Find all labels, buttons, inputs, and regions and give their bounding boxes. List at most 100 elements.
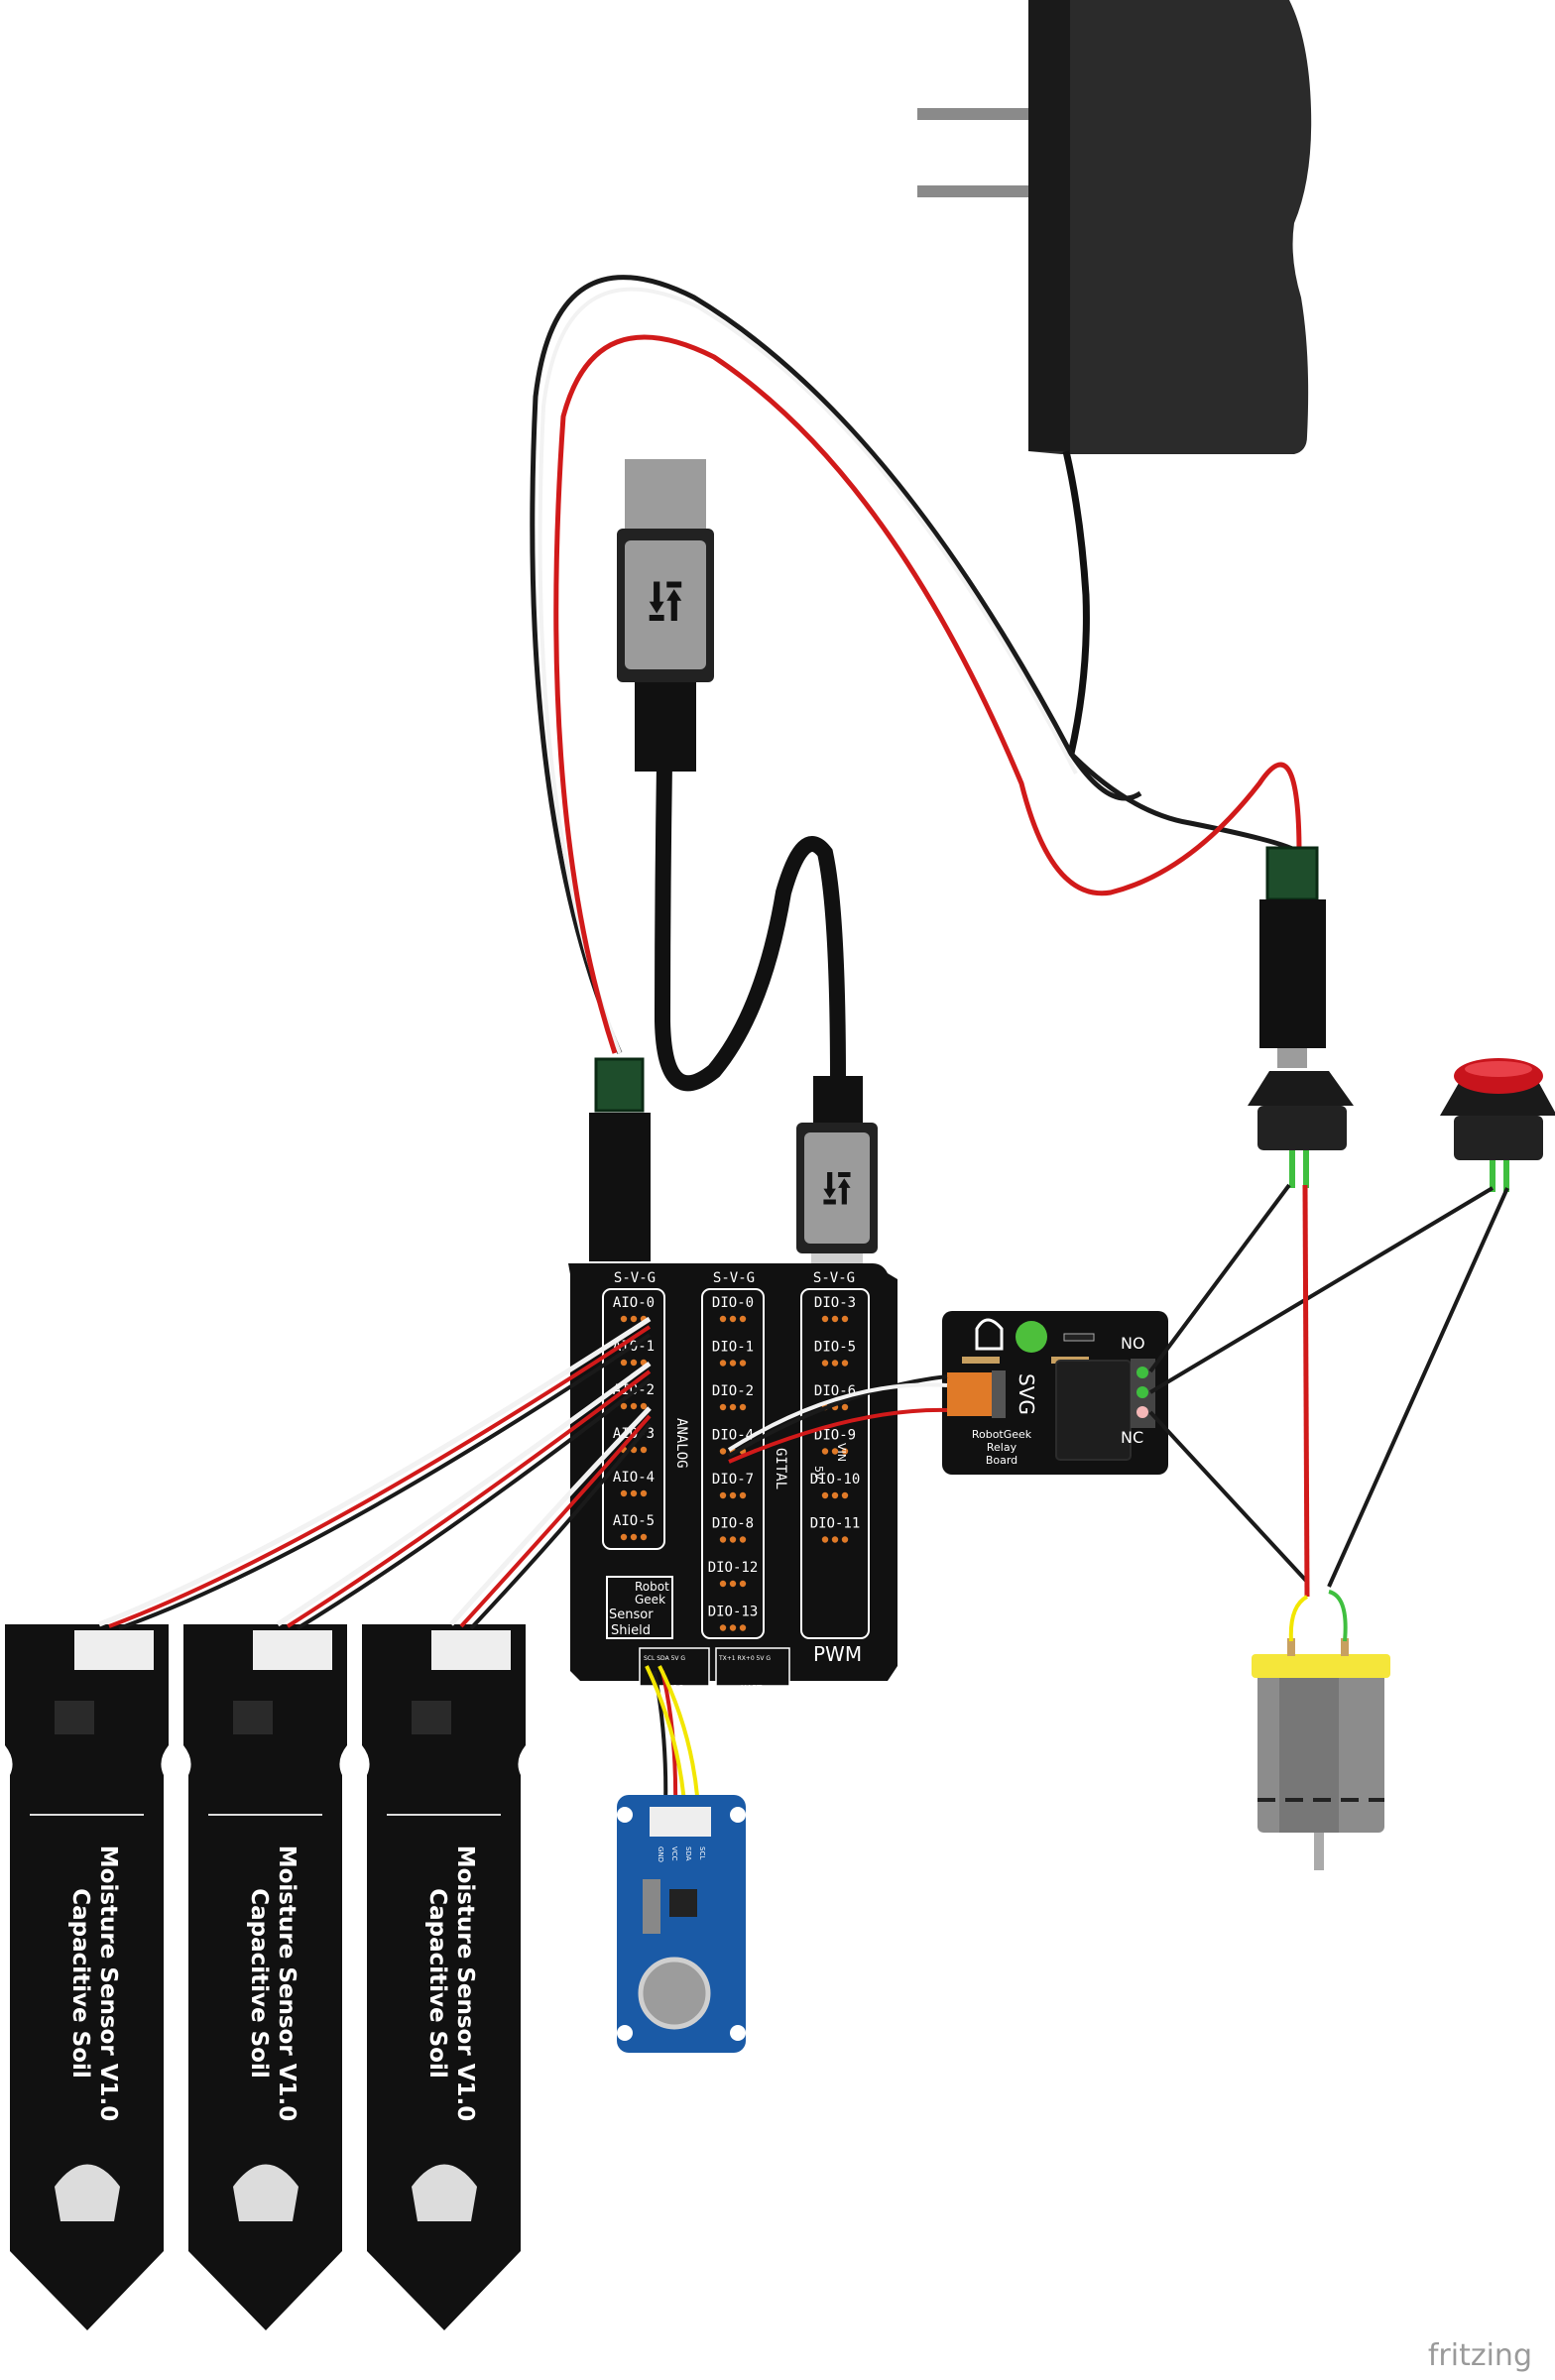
pushbutton-red [1440,1058,1555,1192]
digital-right-pin-3-1 [831,1448,839,1455]
soil-sensor-connector [74,1630,154,1670]
wire-button-black-to-relay [1148,1183,1291,1373]
digital-left-pin-7-2 [739,1624,747,1631]
adapter-cable [1062,450,1090,755]
usb-plug-strain [635,682,696,772]
digital-left-label-4: DIO-7 [712,1472,754,1488]
digital-left-pin-1-2 [739,1360,747,1367]
pwm-label: PWM [813,1642,862,1666]
relay-nc-label: NC [1121,1428,1143,1447]
rtc-pin-scl: SCL [698,1846,706,1859]
analog-pin-5-0 [620,1533,628,1541]
soil-sensor-title-line1: Capacitive Soil [246,1888,272,2079]
digital-left-pin-6-2 [739,1580,747,1588]
analog-pin-0-1 [630,1315,638,1323]
relay-diode [1063,1333,1095,1342]
digital-left-pin-2-2 [739,1403,747,1411]
relay-signal-wires [727,1374,948,1464]
pushbutton-red-leg1 [1490,1160,1495,1192]
motor-jack-body [1259,899,1326,1048]
usb-plug-metal [625,459,706,529]
analog-pin-1-1 [630,1359,638,1367]
digital-left-pin-4-0 [719,1491,727,1499]
motor-yellow-cap [1252,1654,1390,1678]
digital-right-pin-5-1 [831,1536,839,1543]
analog-header-frame [602,1288,665,1550]
5v-label: 5V [812,1466,825,1481]
relay-terminal-nc [1136,1406,1148,1418]
wire-motor-lead-yellow [1288,1595,1309,1642]
soil-sensor-chip [233,1701,273,1734]
soil-sensor-title-line1: Capacitive Soil [67,1888,93,2079]
digital-right-label-5: DIO-11 [810,1516,861,1532]
sensor-shield: S-V-G S-V-G S-V-G AIO-0AIO-1AIO-2AIO-3AI… [568,1263,897,1693]
wire-sensor2-white [276,1361,652,1627]
analog-pin-4-0 [620,1489,628,1497]
wire-black-adapter-split [1068,752,1142,801]
digital-right-pin-1-0 [821,1360,829,1367]
digital-right-pin-1-2 [841,1360,849,1367]
relay-terminal-com [1136,1386,1148,1398]
wire-sensor1-white [98,1316,652,1627]
relay-svg-label: SVG [1015,1373,1038,1415]
digital-left-label-0: DIO-0 [712,1295,754,1311]
pushbutton-black [1248,1071,1354,1188]
wire-jack-red-to-motor [1302,1184,1310,1598]
usb-b-strain [813,1076,863,1126]
digital-right-pin-4-1 [831,1491,839,1499]
digital-left-pin-7-1 [729,1624,737,1631]
digital-right-pin-5-0 [821,1536,829,1543]
digital-left-pin-2-0 [719,1403,727,1411]
soil-sensor-connector [431,1630,511,1670]
wire-relay-signal-black [727,1374,948,1458]
relay-resistor-1 [962,1357,1000,1364]
analog-pin-2-1 [630,1402,638,1410]
rtc-connector [650,1807,711,1837]
sensor-wires [98,1316,652,1630]
digital-left-label-1: DIO-1 [712,1340,754,1356]
digital-right-pin-4-2 [841,1491,849,1499]
rtc-mount-hole-1 [617,1807,633,1823]
pushbutton-black-leg1 [1289,1150,1295,1188]
digital-right-pin-0-2 [841,1315,849,1323]
soil-sensor-title-line1: Capacitive Soil [424,1888,450,2079]
motor-jack-green-tip [1265,846,1319,901]
pushbutton-black-cap [1248,1071,1354,1106]
digital-left-pin-0-1 [729,1315,737,1323]
barrel-jack-green-tip [594,1057,645,1113]
relay-led-outline [975,1318,1004,1351]
relay-header-pins [947,1372,997,1416]
digital-left-pin-5-0 [719,1536,727,1543]
adapter-side-shade [1028,0,1070,451]
rtc-mount-hole-2 [730,1807,746,1823]
rtc-pin-gnd: GND [657,1846,664,1862]
soil-sensor-logo-icon [233,2164,299,2221]
shield-header-label-1: S-V-G [713,1270,755,1286]
analog-pin-1-0 [620,1359,628,1367]
motor-power-jack [1259,846,1326,1068]
analog-pin-2-2 [640,1402,648,1410]
wire-sensor1-red [108,1325,652,1628]
wire-red-power [553,334,1302,1054]
fritzing-watermark: fritzing [1428,2338,1532,2373]
shield-header-label-2: S-V-G [813,1270,855,1286]
shield-logo: Robot Geek Sensor Shield [606,1576,673,1639]
wire-relay-signal-white [727,1382,948,1452]
pushbutton-black-leg2 [1303,1150,1309,1188]
digital-left-pin-5-2 [739,1536,747,1543]
digital-left-pin-4-2 [739,1491,747,1499]
usb-cable-wire [654,763,846,1092]
digital-right-pin-5-2 [841,1536,849,1543]
wire-sensor3-white [449,1406,652,1626]
power-wires [530,275,1302,1054]
wire-sensor3-red [459,1414,652,1628]
i2c-label: I2C [670,1684,683,1693]
relay-name-line3: Board [986,1454,1017,1467]
wire-motor-lead-green [1328,1590,1348,1642]
analog-pin-0-0 [620,1315,628,1323]
analog-pin-5-2 [640,1533,648,1541]
i2c-pins-label: SCL SDA 5V G [644,1655,685,1662]
